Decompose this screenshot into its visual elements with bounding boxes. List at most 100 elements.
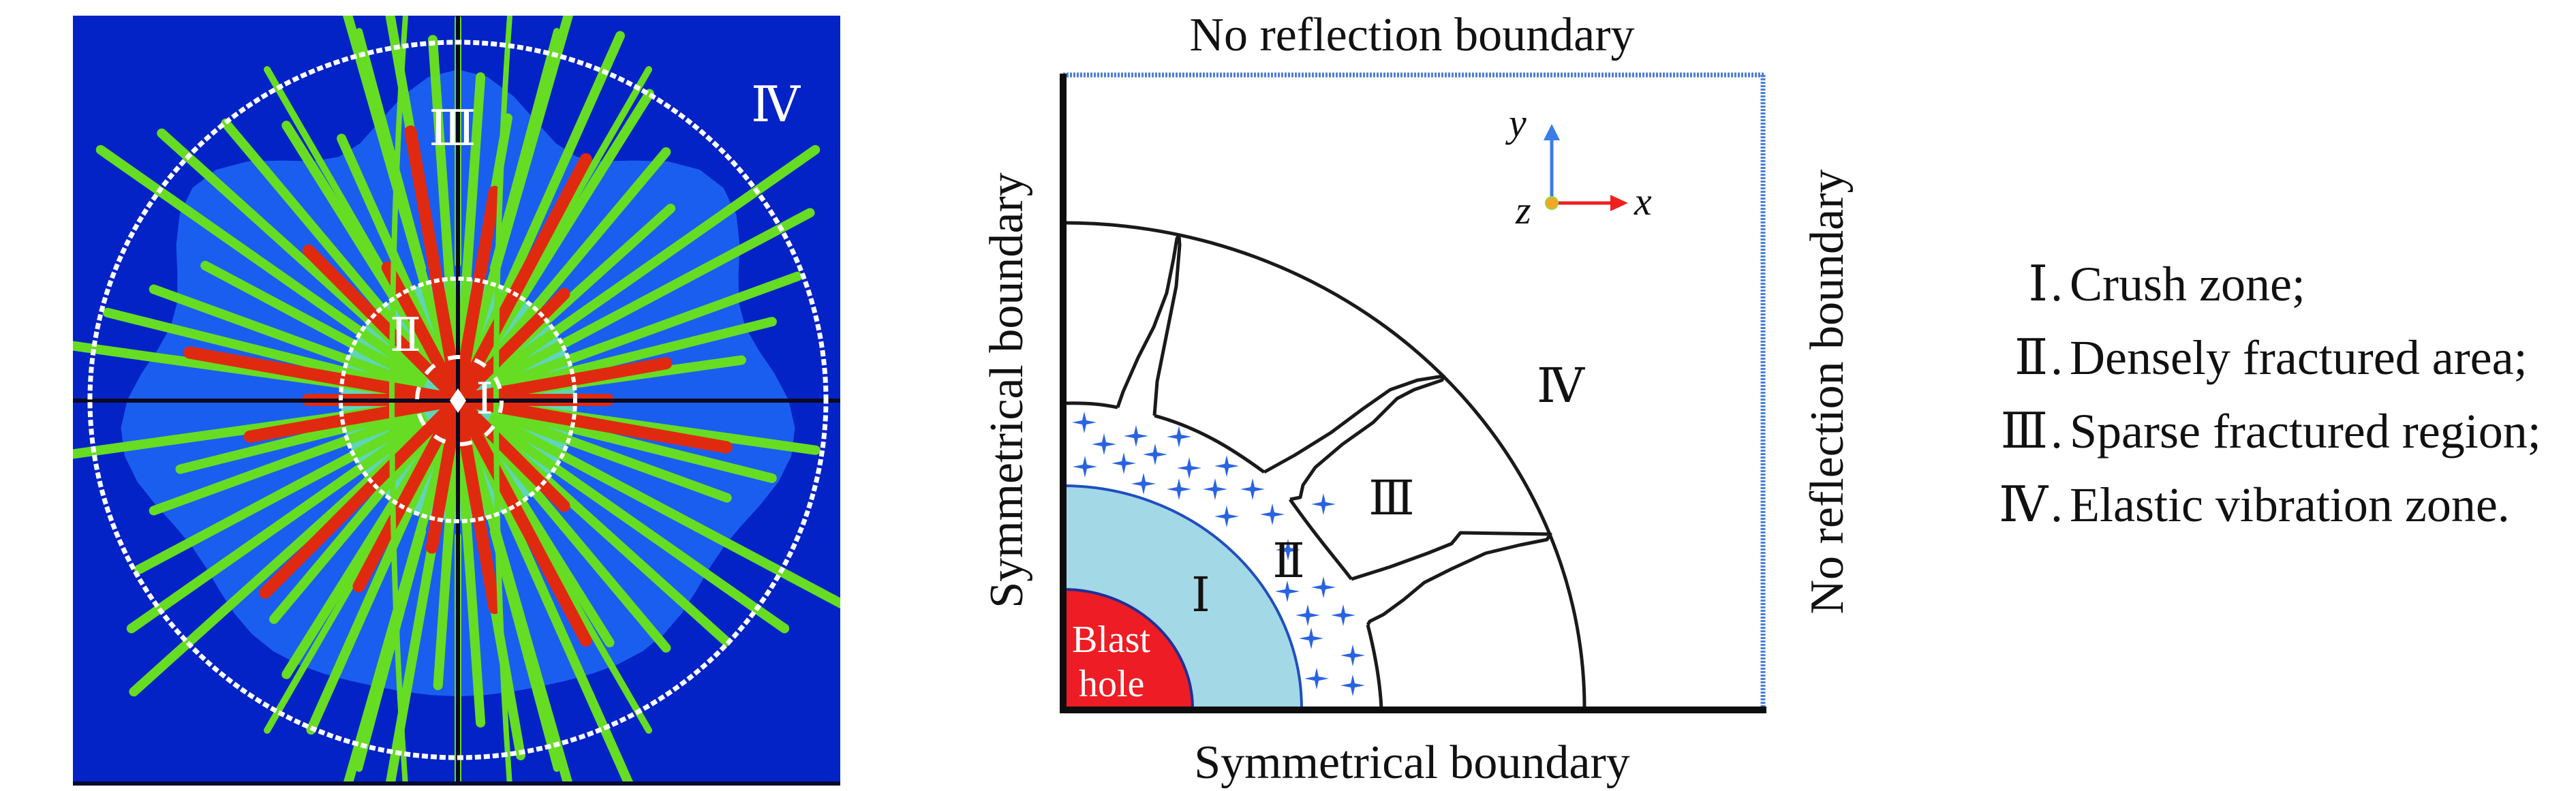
- coordinate-triad: x y z: [1505, 101, 1652, 232]
- legend-numeral: Ⅲ: [2000, 404, 2048, 459]
- crack-red: [455, 153, 592, 401]
- zone-label-i: Ⅰ: [1191, 570, 1210, 622]
- crack-red: [425, 400, 463, 554]
- crack-green: [493, 405, 777, 483]
- crack-green: [464, 434, 573, 786]
- crack-green: [342, 16, 452, 366]
- crack-green-long: [264, 514, 393, 734]
- crack-green: [479, 426, 671, 653]
- crack-green-long: [523, 514, 652, 734]
- right-boundary-label: No reflection boundary: [1801, 169, 1854, 614]
- crack-green: [491, 409, 732, 503]
- crack-green: [491, 271, 803, 391]
- crack-green-long: [489, 528, 560, 772]
- crack-green: [281, 429, 442, 679]
- bottom-boundary-label: Symmetrical boundary: [1194, 736, 1630, 789]
- crack-green: [489, 414, 840, 609]
- crack-green: [149, 409, 425, 516]
- legend-label: Sparse fractured region;: [2070, 404, 2541, 459]
- crack-red: [453, 400, 501, 615]
- left-boundary-label: Symmetrical boundary: [981, 172, 1033, 608]
- zone-iii-boundary-dotted: [87, 40, 829, 760]
- crack-a: [1116, 233, 1182, 416]
- legend-separator: .: [2051, 257, 2063, 311]
- crack-red: [404, 125, 463, 400]
- crack-red: [458, 394, 733, 454]
- zone-i-boundary-dashed: [415, 355, 504, 446]
- crack-red: [352, 399, 461, 593]
- left-zone-label-i: Ⅰ: [476, 375, 493, 423]
- crack-red: [183, 346, 458, 405]
- crack-green: [149, 284, 425, 391]
- crack-green: [474, 89, 654, 371]
- crack-green: [470, 432, 635, 786]
- crack-red: [243, 394, 458, 443]
- crack-red: [453, 185, 501, 400]
- crack-b: [1263, 374, 1445, 501]
- legend-item: Ⅱ. Densely fractured area;: [1980, 327, 2528, 388]
- left-zone-label-iii: Ⅲ: [429, 102, 476, 156]
- crack-green: [479, 147, 671, 374]
- crack-green: [433, 435, 460, 690]
- crack-green: [102, 307, 423, 395]
- crack-green: [200, 260, 427, 386]
- crack-green: [306, 432, 446, 735]
- zone-label-iv: Ⅳ: [1537, 360, 1585, 413]
- legend-separator: .: [2051, 330, 2063, 385]
- legend-numeral: Ⅱ: [2014, 330, 2048, 385]
- crack-green: [269, 426, 437, 624]
- crack-red: [381, 261, 461, 401]
- crack-green: [428, 35, 460, 365]
- crack-green: [487, 144, 821, 382]
- crack-green-long: [489, 28, 560, 272]
- zone-ii-outer-arc: [1063, 401, 1383, 709]
- crack-green-long: [356, 528, 427, 772]
- z-axis-origin-dot: [1545, 196, 1559, 210]
- blast-hole-label-line1: Blast: [1072, 619, 1151, 661]
- crack-green: [487, 418, 790, 634]
- crack-green: [134, 414, 427, 574]
- top-boundary-label: No reflection boundary: [1189, 9, 1634, 61]
- legend-separator: .: [2051, 478, 2063, 532]
- zone-ii-boundary-dotted: [339, 277, 577, 523]
- crack-green: [456, 72, 486, 365]
- zone-label-iii: Ⅲ: [1368, 473, 1415, 525]
- crack-green: [489, 208, 815, 386]
- legend-item: Ⅲ. Sparse fractured region;: [1980, 401, 2541, 462]
- crack-green: [126, 418, 429, 634]
- schematic-quarter-model: No reflection boundary Symmetrical bound…: [981, 9, 1854, 789]
- legend-label: Densely fractured area;: [2070, 330, 2528, 385]
- y-axis-label: y: [1505, 101, 1527, 145]
- legend-item: Ⅳ. Elastic vibration zone.: [1980, 474, 2510, 536]
- model-domain: [1063, 75, 1763, 709]
- legend-label: Crush zone;: [2070, 257, 2305, 311]
- legend-item: Ⅰ. Crush zone;: [1980, 253, 2305, 315]
- legend-separator: .: [2051, 404, 2063, 459]
- blast-hole-marker: [450, 388, 466, 413]
- x-axis-arrowhead-icon: [1610, 195, 1628, 211]
- crack-red: [457, 288, 570, 401]
- crack-green: [95, 144, 429, 382]
- crack-green: [281, 121, 442, 371]
- legend-numeral: Ⅳ: [1999, 478, 2048, 532]
- crack-green: [464, 16, 574, 366]
- legend-numeral: Ⅰ: [2028, 257, 2048, 311]
- crack-green: [456, 435, 486, 728]
- legend-label: Elastic vibration zone.: [2070, 478, 2510, 532]
- x-axis-label: x: [1634, 179, 1652, 223]
- crack-green-long: [356, 28, 427, 272]
- crack-green: [493, 317, 777, 395]
- z-axis-label: z: [1515, 188, 1531, 232]
- blast-hole: [1063, 588, 1194, 709]
- radial-cracks: [73, 16, 840, 786]
- crack-green-long: [264, 66, 393, 285]
- blast-hole-label-line2: hole: [1079, 663, 1144, 705]
- crack-red: [259, 399, 459, 599]
- left-zone-label-iv: Ⅳ: [751, 78, 801, 132]
- crack-c: [1351, 531, 1552, 626]
- crack-red: [457, 399, 570, 512]
- zone-label-ii: Ⅱ: [1272, 536, 1305, 588]
- damage-contour-panel: Ⅲ Ⅳ Ⅱ Ⅰ: [73, 16, 840, 786]
- y-axis-arrowhead-icon: [1544, 124, 1560, 140]
